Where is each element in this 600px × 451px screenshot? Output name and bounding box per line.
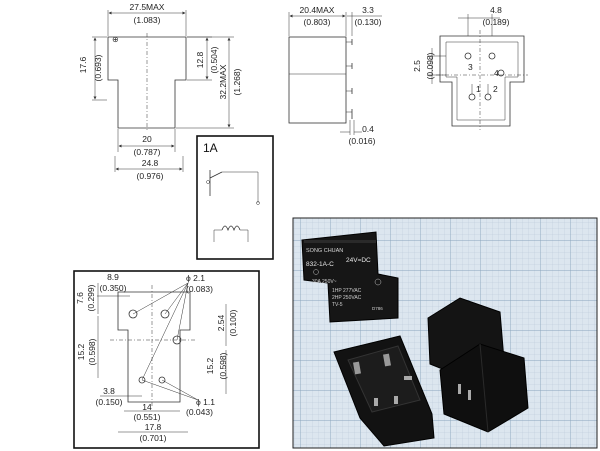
dim-offset: 2.5 (412, 60, 422, 72)
brand-text: SONG CHUAN (306, 248, 343, 254)
dim-d2-in: (0.299) (86, 284, 96, 311)
dim-width-in: (1.083) (134, 15, 161, 25)
dim-spacing-in: (0.189) (483, 17, 510, 27)
pin-3: 3 (468, 62, 473, 72)
dim-d2: 7.6 (75, 292, 85, 304)
dim-left-in: (0.693) (93, 54, 103, 81)
top-view-drawing: ⊕ 27.5MAX (1.083) 17.6 (0.693) 12.8 (0.5… (78, 2, 242, 181)
relay-front-body: SONG CHUAN 832-1A-C 24V=DC 30A 250V~ 1HP… (301, 231, 399, 323)
dim-d3-in: (0.100) (228, 309, 238, 336)
schematic-title: 1A (203, 141, 218, 155)
pin-4: 4 (494, 68, 499, 78)
spec-line-4: TV-5 (332, 302, 343, 308)
dim-d5: 15.2 (205, 357, 215, 374)
dim-pin-len: 3.3 (362, 5, 374, 15)
dim-left: 17.6 (78, 56, 88, 73)
dim-notch: 12.8 (195, 51, 205, 68)
dim-d7-in: (0.551) (134, 412, 161, 422)
dim-d6-in: (0.150) (96, 397, 123, 407)
dim-d4-in: (0.598) (87, 338, 97, 365)
dim-height-in: (1.268) (232, 68, 242, 95)
dim-d8-in: (0.701) (140, 433, 167, 443)
dim-hole-big-in: (0.083) (186, 284, 213, 294)
relay-bottom-body (333, 335, 435, 447)
dim-height: 32.2MAX (218, 64, 228, 99)
side-body (288, 36, 347, 124)
dim-d3: 2.54 (216, 314, 226, 331)
relay-photo: SONG CHUAN 832-1A-C 24V=DC 30A 250V~ 1HP… (292, 217, 598, 449)
dim-depth: 20.4MAX (300, 5, 335, 15)
dim-d5-in: (0.598) (218, 352, 228, 379)
pin-view-drawing: 1 2 3 4 4.8 (0.189) 2.5 (0.098) (412, 5, 528, 130)
dim-pin-w-in: (0.016) (349, 136, 376, 146)
relay-side-bodies (427, 297, 529, 433)
svg-text:⊕: ⊕ (112, 35, 119, 44)
pcb-outline (117, 291, 191, 403)
spec-line-1: 30A 250V~ (312, 279, 337, 285)
dim-hole-small: ϕ 1.1 (196, 397, 215, 407)
date-code: D786 (372, 306, 383, 311)
dim-offset-in: (0.098) (425, 52, 435, 79)
dim-d6: 3.8 (103, 386, 115, 396)
pin-1: 1 (476, 84, 481, 94)
pcb-layout-drawing: 8.9 (0.350) ϕ 2.1 (0.083) 7.6 (0.299) 2.… (73, 270, 260, 449)
side-view-drawing: 20.4MAX (0.803) 3.3 (0.130) 0.4 (0.016) (288, 5, 382, 146)
spec-line-2: 1HP 277VAC (332, 288, 362, 294)
model-text: 832-1A-C (306, 261, 334, 268)
pin-outline (439, 35, 525, 127)
dim-d1: 8.9 (107, 272, 119, 282)
dim-notch-in: (0.504) (209, 46, 219, 73)
dim-hole-big: ϕ 2.1 (186, 273, 205, 283)
dim-spacing: 4.8 (490, 5, 502, 15)
voltage-text: 24V=DC (346, 257, 371, 264)
dim-bottom: 20 (142, 134, 152, 144)
dim-d7: 14 (142, 402, 152, 412)
dim-d4: 15.2 (76, 343, 86, 360)
coil-icon (221, 225, 241, 232)
dim-hole-small-in: (0.043) (186, 407, 213, 417)
dim-bottom-in: (0.787) (134, 147, 161, 157)
dim-total: 24.8 (142, 158, 159, 168)
relay-outline (107, 36, 187, 129)
pin-2: 2 (493, 84, 498, 94)
dim-pin-len-in: (0.130) (355, 17, 382, 27)
dim-pin-w: 0.4 (362, 124, 374, 134)
schematic-box: 1A (196, 135, 274, 260)
dim-width: 27.5MAX (130, 2, 165, 12)
dim-depth-in: (0.803) (304, 17, 331, 27)
dim-d1-in: (0.350) (100, 283, 127, 293)
dim-total-in: (0.976) (137, 171, 164, 181)
spec-line-3: 2HP 250VAC (332, 295, 362, 301)
dim-d8: 17.8 (145, 422, 162, 432)
